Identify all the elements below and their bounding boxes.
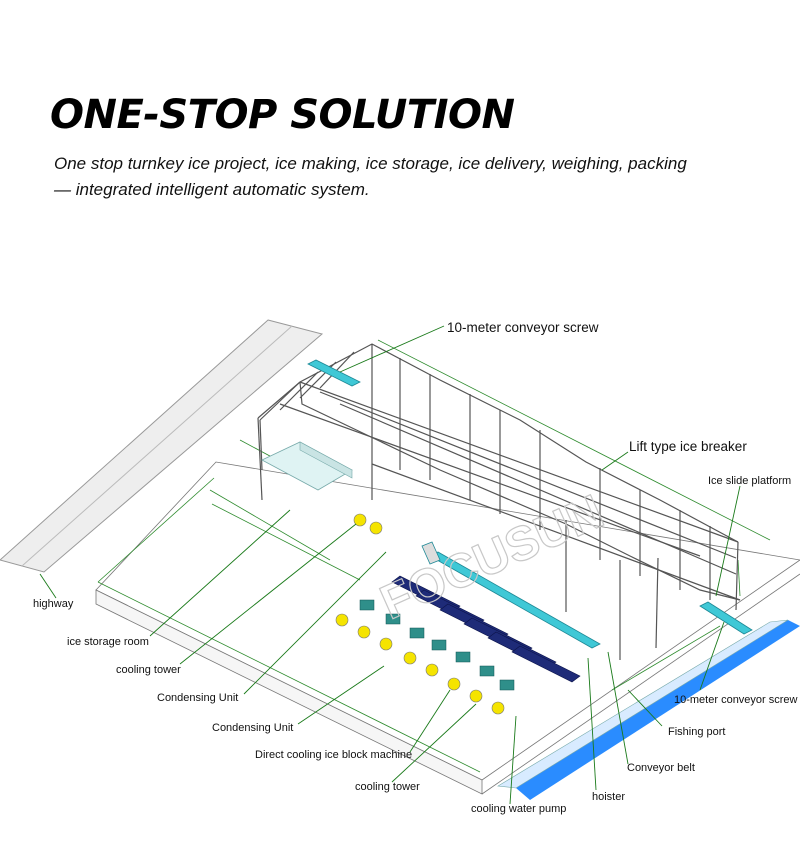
label-ice-slide-platform: Ice slide platform (708, 475, 792, 487)
label-conveyor-belt: Conveyor belt (627, 762, 695, 774)
label-fishing-port: Fishing port (668, 726, 726, 738)
label-conveyor-screw-bottom: 10-meter conveyor screw (674, 694, 798, 706)
condensing-units (359, 599, 515, 691)
ice-block-machines (391, 575, 581, 683)
leader-lines (39, 325, 741, 805)
label-cooling-tower-2: cooling tower (355, 781, 420, 793)
page-subtitle: One stop turnkey ice project, ice making… (54, 151, 774, 203)
cooling-towers (335, 513, 505, 715)
subtitle-line-2: — integrated intelligent automatic syste… (54, 180, 370, 199)
ground-slab (95, 461, 800, 795)
label-cooling-water-pump: cooling water pump (471, 803, 567, 815)
label-block-machine: Direct cooling ice block machine (255, 749, 413, 761)
label-condensing-unit-2: Condensing Unit (212, 722, 294, 734)
warehouse-frame (257, 343, 741, 660)
label-condensing-unit-1: Condensing Unit (157, 692, 239, 704)
fishing-port-water (497, 619, 800, 800)
page-title: ONE-STOP SOLUTION (50, 92, 515, 138)
label-ice-storage-room: ice storage room (67, 636, 149, 648)
dimension-lines (97, 339, 771, 773)
label-ice-breaker: Lift type ice breaker (629, 439, 747, 454)
ice-storage-room (261, 441, 353, 491)
watermark: FOCUSUN (373, 485, 611, 630)
label-highway: highway (33, 598, 74, 610)
highway-strip (0, 319, 324, 573)
label-cooling-tower-1: cooling tower (116, 664, 181, 676)
conveyors (307, 359, 753, 649)
label-conveyor-screw-top: 10-meter conveyor screw (447, 320, 599, 335)
label-hoister: hoister (592, 791, 626, 803)
subtitle-line-1: One stop turnkey ice project, ice making… (54, 154, 687, 173)
